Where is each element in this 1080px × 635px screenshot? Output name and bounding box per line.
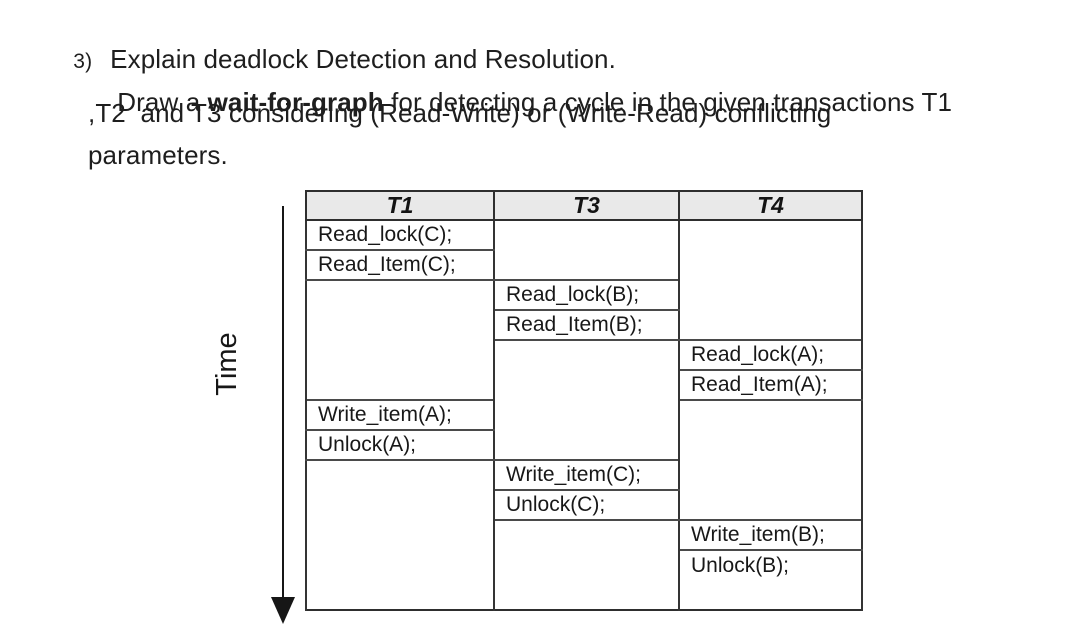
schedule-operation-cell: Read_Item(A);	[678, 370, 863, 401]
wait-for-graph-bold-text: wait-for-graph	[207, 87, 384, 117]
table-row: Write_item(C);	[305, 459, 863, 491]
column-header-t4: T4	[678, 190, 863, 221]
schedule-operation-cell: Read_lock(A);	[678, 339, 863, 371]
schedule-empty-cell	[678, 250, 863, 280]
schedule-operation-cell: Read_Item(B);	[493, 310, 680, 341]
schedule-empty-cell	[678, 490, 863, 520]
arrow-down-icon	[271, 597, 295, 624]
schedule-empty-cell	[493, 430, 680, 460]
question-line-4: parameters.	[88, 140, 228, 170]
schedule-empty-cell	[493, 580, 680, 610]
question-line-3: ,T2 and T3 considering (Read-Write) or (…	[88, 98, 832, 128]
question-number: 3)	[73, 50, 93, 73]
schedule-empty-cell	[678, 280, 863, 310]
column-header-t1: T1	[305, 190, 495, 221]
schedule-empty-cell	[305, 490, 495, 520]
schedule-empty-cell	[678, 580, 863, 610]
schedule-operation-cell: Unlock(B);	[678, 550, 863, 580]
schedule-empty-cell	[678, 430, 863, 460]
schedule-empty-cell	[305, 520, 495, 550]
schedule-operation-cell: Read_lock(B);	[493, 279, 680, 311]
schedule-empty-cell	[305, 580, 495, 610]
question-line-2-pre: Draw a	[117, 87, 208, 117]
schedule-empty-cell	[493, 400, 680, 430]
table-row	[305, 580, 863, 610]
question-line-2: Draw a wait-for-graph for detecting a cy…	[88, 56, 952, 149]
schedule-empty-cell	[493, 220, 680, 250]
schedule-empty-cell	[493, 250, 680, 280]
schedule-operation-cell: Read_Item(C);	[305, 250, 495, 281]
transaction-schedule-table: T1 T3 T4 Read_lock(C);Read_Item(C);Read_…	[305, 190, 863, 611]
table-row: Read_lock(A);	[305, 339, 863, 371]
schedule-empty-cell	[305, 370, 495, 400]
table-row: Write_item(B);	[305, 519, 863, 551]
schedule-empty-cell	[493, 520, 680, 550]
table-row: Unlock(B);	[305, 550, 863, 580]
table-row: Unlock(A);	[305, 430, 863, 461]
schedule-empty-cell	[678, 460, 863, 490]
question-line-2-post: for detecting a cycle in the given trans…	[383, 87, 953, 117]
schedule-empty-cell	[493, 550, 680, 580]
question-line-1: 3) Explain deadlock Detection and Resolut…	[44, 13, 616, 106]
column-header-t3: T3	[493, 190, 680, 221]
schedule-operation-cell: Write_item(B);	[678, 519, 863, 551]
table-row: Read_lock(B);	[305, 279, 863, 311]
schedule-empty-cell	[305, 550, 495, 580]
schedule-empty-cell	[678, 310, 863, 340]
schedule-empty-cell	[305, 340, 495, 370]
schedule-empty-cell	[305, 460, 495, 490]
time-axis-label: Time	[211, 332, 243, 396]
table-row: Unlock(C);	[305, 490, 863, 521]
schedule-empty-cell	[305, 280, 495, 310]
table-header-row: T1 T3 T4	[305, 190, 863, 221]
schedule-empty-cell	[678, 220, 863, 250]
schedule-operation-cell: Unlock(A);	[305, 430, 495, 461]
schedule-operation-cell: Write_item(A);	[305, 399, 495, 431]
table-row: Read_Item(B);	[305, 310, 863, 341]
schedule-empty-cell	[305, 310, 495, 340]
schedule-operation-cell: Read_lock(C);	[305, 220, 495, 251]
schedule-operation-cell: Unlock(C);	[493, 490, 680, 521]
schedule-empty-cell	[493, 340, 680, 370]
time-axis-arrow-line	[282, 206, 284, 598]
table-row: Read_Item(C);	[305, 250, 863, 281]
table-row: Write_item(A);	[305, 399, 863, 431]
table-row: Read_Item(A);	[305, 370, 863, 401]
schedule-operation-cell: Write_item(C);	[493, 459, 680, 491]
question-title-text: Explain deadlock Detection and Resolutio…	[110, 44, 616, 74]
schedule-empty-cell	[493, 370, 680, 400]
table-row: Read_lock(C);	[305, 220, 863, 251]
schedule-empty-cell	[678, 400, 863, 430]
schedule-table-body: Read_lock(C);Read_Item(C);Read_lock(B);R…	[305, 220, 863, 610]
